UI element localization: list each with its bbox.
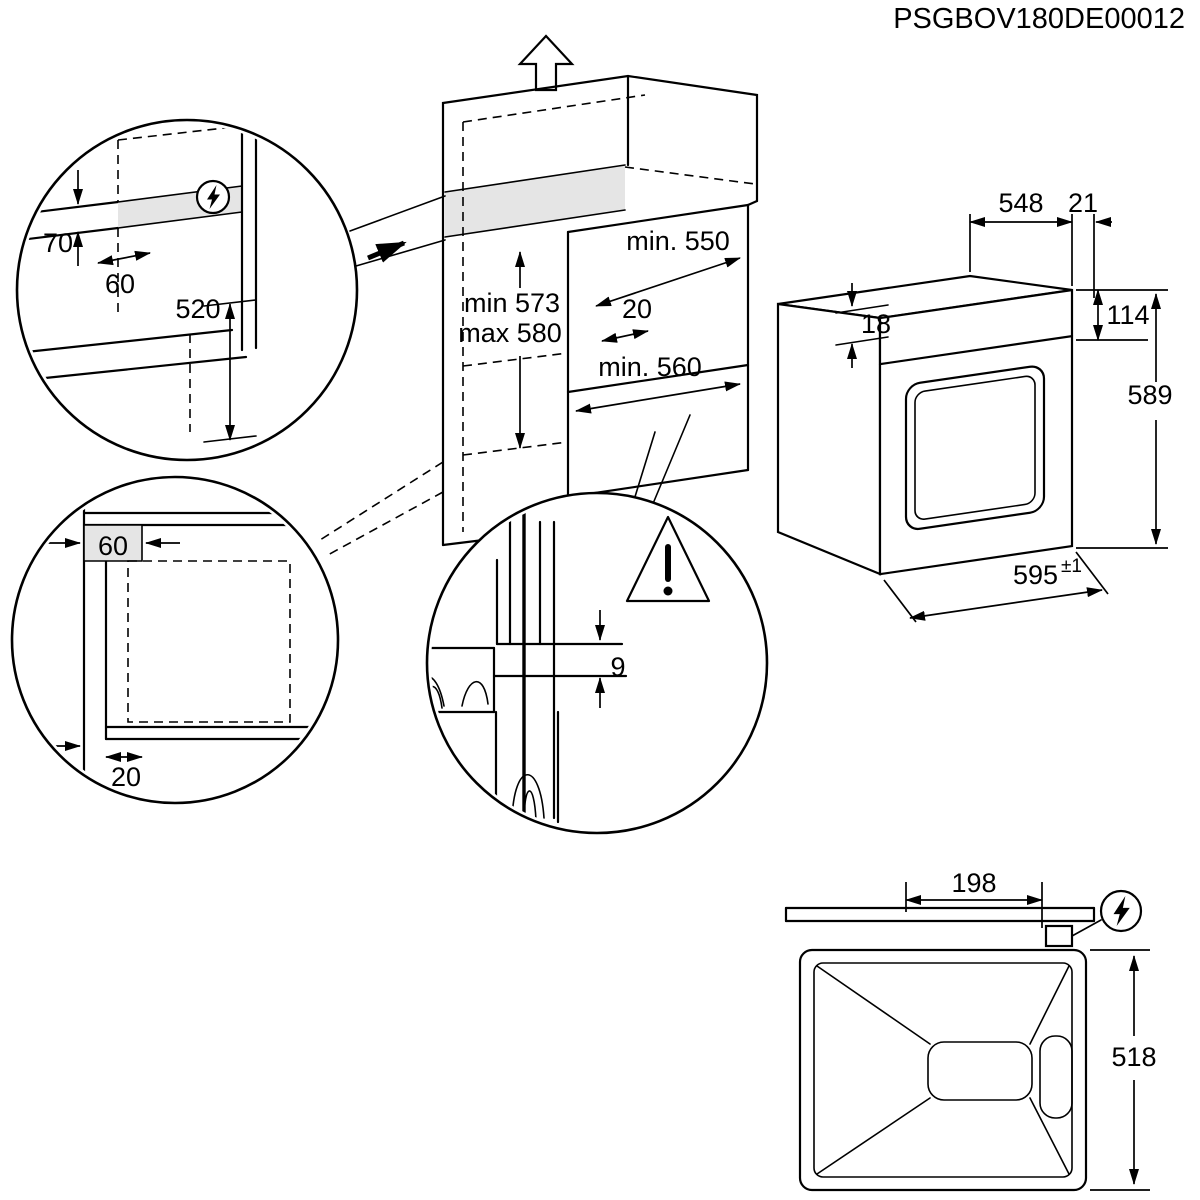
dim-front-gap: 20 bbox=[111, 762, 141, 792]
dim-oven-depth: 548 bbox=[998, 188, 1043, 218]
oven-plan-view: 198 518 bbox=[784, 868, 1157, 1192]
base-detail-circle: 60 20 bbox=[10, 475, 340, 805]
oven-depth-dimensions: 548 21 bbox=[969, 188, 1112, 298]
vent-cutout-strip bbox=[445, 165, 625, 237]
connection-offset-dimension: 198 bbox=[905, 868, 1043, 928]
dim-plan-depth: 518 bbox=[1111, 1042, 1156, 1072]
warning-triangle-icon bbox=[625, 515, 711, 603]
lightning-bolt-icon bbox=[207, 185, 220, 209]
oven-front-face bbox=[878, 288, 1074, 576]
vent-detail-circle: 70 60 520 bbox=[15, 118, 359, 462]
dim-connection-offset: 198 bbox=[951, 868, 996, 898]
oven-width-dimension: 595 ±1 bbox=[883, 551, 1109, 623]
dim-oven-width: 595 bbox=[1013, 560, 1058, 590]
electrical-connection-plan-icon bbox=[1099, 889, 1143, 933]
dim-niche-height-min: min 573 bbox=[464, 288, 560, 318]
dim-mount-gap: 9 bbox=[610, 652, 625, 682]
junction-box bbox=[1044, 924, 1074, 948]
gap-detail-circle: 9 bbox=[425, 491, 769, 835]
dim-niche-depth: min. 550 bbox=[626, 226, 730, 256]
oven-footprint-outline bbox=[127, 560, 291, 723]
document-code: PSGBOV180DE00012 bbox=[893, 3, 1185, 35]
dim-frame-offset: 21 bbox=[1068, 188, 1098, 218]
dim-niche-width: min. 560 bbox=[598, 352, 702, 382]
oven-door-window bbox=[904, 365, 1046, 531]
dim-panel-height: 114 bbox=[1106, 300, 1149, 330]
electrical-connection-icon bbox=[195, 179, 231, 215]
side-panel-section bbox=[84, 525, 142, 561]
detail-callout-leaders bbox=[349, 195, 691, 507]
oven-height-dimensions: 114 589 bbox=[1076, 289, 1173, 549]
dim-side-panel: 60 bbox=[98, 531, 128, 561]
plan-depth-dimension: 518 bbox=[1090, 949, 1157, 1191]
oven-side-face bbox=[776, 302, 882, 576]
oven-drawing: 548 21 18 114 589 595 ±1 bbox=[776, 188, 1173, 623]
dim-vent-length: 520 bbox=[175, 294, 220, 324]
airflow-up-arrow-icon bbox=[517, 34, 575, 92]
dim-top-step: 18 bbox=[861, 309, 891, 339]
oven-base-outline bbox=[798, 948, 1088, 1192]
dim-oven-width-tolerance: ±1 bbox=[1061, 556, 1082, 577]
lightning-bolt-icon bbox=[1113, 896, 1130, 926]
niche-dimensions: min. 550 20 min. 560 min 573 max 580 bbox=[458, 226, 741, 449]
dim-niche-height-max: max 580 bbox=[458, 318, 562, 348]
dim-oven-height: 589 bbox=[1127, 380, 1172, 410]
dim-vent-height: 70 bbox=[43, 228, 73, 258]
oven-top-step-dimension: 18 bbox=[835, 283, 891, 368]
cabinet-column-drawing: min. 550 20 min. 560 min 573 max 580 bbox=[319, 74, 759, 557]
base-reinforcement bbox=[816, 965, 1073, 1175]
dim-rear-gap: 20 bbox=[622, 294, 652, 324]
vent-detail-pointer-arrow bbox=[367, 240, 407, 263]
dim-vent-inset: 60 bbox=[105, 269, 135, 299]
